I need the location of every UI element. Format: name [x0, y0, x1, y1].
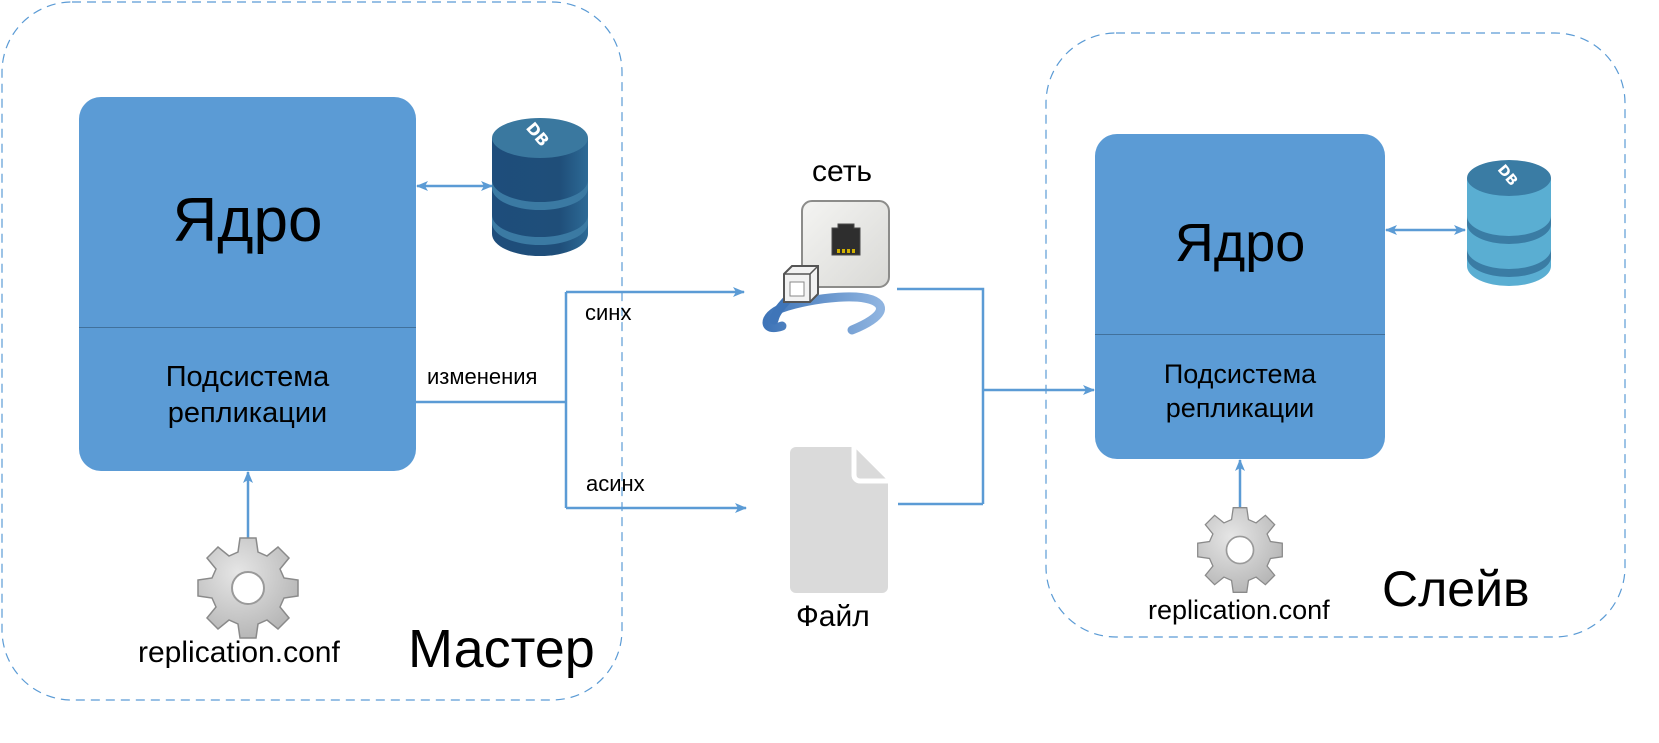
master-core-box[interactable]: Ядро Подсистема репликации [79, 97, 416, 471]
master-zone-label: Мастер [408, 619, 595, 679]
network-label: сеть [812, 155, 873, 188]
file-label: Файл [796, 600, 870, 633]
slave-gear-icon[interactable] [1196, 506, 1284, 594]
async-label: асинх [586, 471, 645, 496]
slave-core-label: Ядро [1174, 213, 1306, 273]
sync-label: синх [585, 300, 632, 325]
slave-core-box[interactable]: Ядро Подсистема репликации [1095, 134, 1385, 459]
master-replication-label-line2: репликации [167, 397, 328, 430]
slave-box-divider [1095, 334, 1385, 335]
master-replication-label: Подсистема репликации [79, 359, 416, 432]
master-zone-border [1, 1, 623, 701]
changes-label: изменения [427, 364, 538, 389]
network-icon[interactable] [762, 198, 894, 340]
master-replication-label-line1: Подсистема [165, 361, 330, 393]
master-config-label: replication.conf [138, 636, 340, 669]
slave-zone-border [1045, 32, 1626, 638]
slave-database-icon: DB [1465, 158, 1553, 288]
slave-zone-label: Слейв [1382, 561, 1530, 617]
slave-config-label: replication.conf [1148, 595, 1330, 625]
master-box-divider [79, 327, 416, 328]
slave-replication-label: Подсистема репликации [1095, 358, 1385, 426]
master-gear-icon[interactable] [196, 536, 300, 640]
file-icon[interactable] [790, 447, 888, 593]
master-database-icon: DB [490, 116, 590, 260]
slave-replication-label-line1: Подсистема [1163, 359, 1317, 389]
slave-replication-label-line2: репликации [1165, 392, 1315, 423]
network-out-line [897, 287, 985, 504]
master-core-label: Ядро [172, 186, 323, 255]
